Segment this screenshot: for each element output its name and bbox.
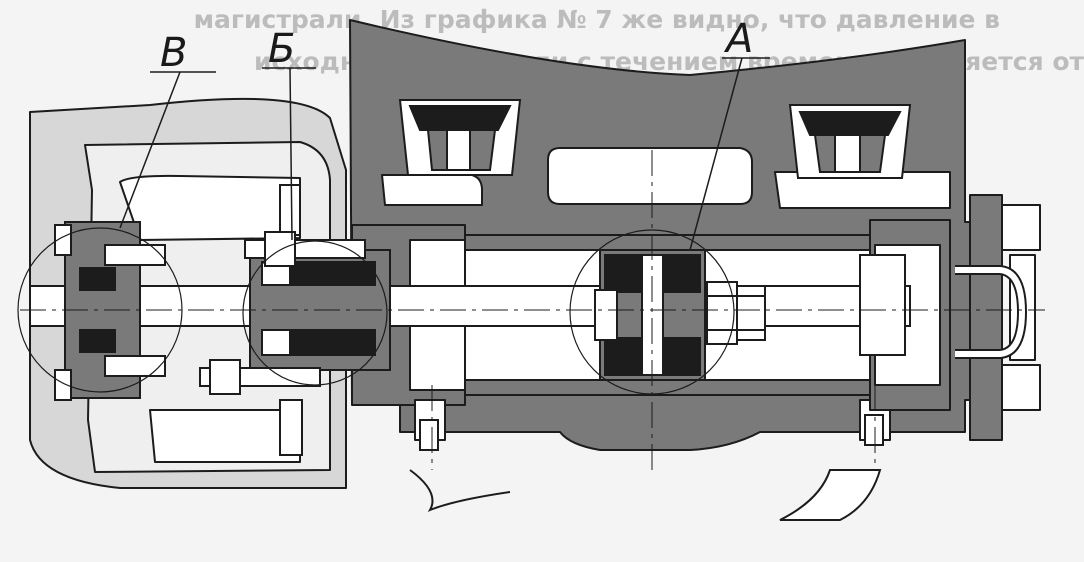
callout-label-b: Б [268, 26, 295, 72]
callout-label-v: В [160, 30, 187, 76]
top-mount-right [788, 104, 912, 179]
top-mount-left [398, 99, 522, 176]
detail-circle-a [569, 229, 735, 395]
centerlines [20, 150, 1045, 470]
piston-assembly [594, 249, 766, 381]
detail-circle-b [242, 240, 388, 386]
detail-circle-v [17, 227, 183, 393]
detail-circles [17, 227, 735, 395]
lower-supports [409, 414, 884, 521]
leader-lines [119, 57, 770, 251]
background-text-line-1: магистрали. Из графика № 7 же видно, что… [194, 5, 1000, 34]
callout-label-a: А [723, 16, 753, 62]
left-gland [54, 221, 166, 401]
